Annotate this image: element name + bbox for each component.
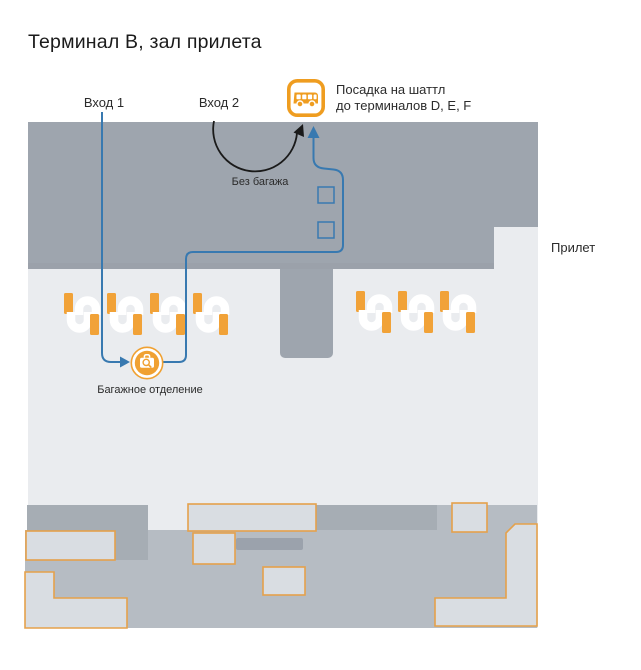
room-left xyxy=(25,530,116,561)
room-square-right xyxy=(451,502,488,533)
central-pillar xyxy=(280,269,333,358)
route-entrance1-to-baggage xyxy=(101,112,130,368)
route-baggage-to-shuttle xyxy=(163,126,344,363)
baggage-room-label: Багажное отделение xyxy=(97,384,203,396)
shuttle-boarding-line2: до терминалов D, E, F xyxy=(336,97,472,113)
carousel-group-right xyxy=(356,291,475,333)
shuttle-boarding-line1: Посадка на шаттл xyxy=(336,82,446,97)
bus-icon xyxy=(287,79,325,117)
service-detail-bar xyxy=(236,538,303,550)
room-l-right xyxy=(434,523,538,627)
no-baggage-label: Без багажа xyxy=(231,176,289,188)
room-mid-small xyxy=(192,532,236,565)
route-checkpoint-2 xyxy=(317,221,335,239)
room-long xyxy=(187,503,317,532)
room-mid-lower xyxy=(262,566,306,596)
entrance-1-label: Вход 1 xyxy=(83,95,125,110)
airside-wall-band xyxy=(28,122,538,269)
route-arrowhead-up xyxy=(307,126,320,138)
shuttle-boarding-label: Посадка на шаттл до терминалов D, E, F xyxy=(336,82,471,113)
route-arrowhead-curved xyxy=(293,124,304,137)
arrival-label: Прилет xyxy=(551,240,596,255)
route-arrowhead-right xyxy=(120,356,130,368)
room-l-left xyxy=(24,571,128,629)
route-no-baggage xyxy=(212,120,304,173)
page-title: Терминал B, зал прилета xyxy=(28,31,262,53)
service-block-mid xyxy=(315,505,437,530)
service-rooms xyxy=(24,502,538,629)
baggage-search-icon xyxy=(130,346,164,380)
route-checkpoint-1 xyxy=(317,186,335,204)
wall-shadow-edge xyxy=(28,263,494,269)
entrance-2-label: Вход 2 xyxy=(198,95,240,110)
